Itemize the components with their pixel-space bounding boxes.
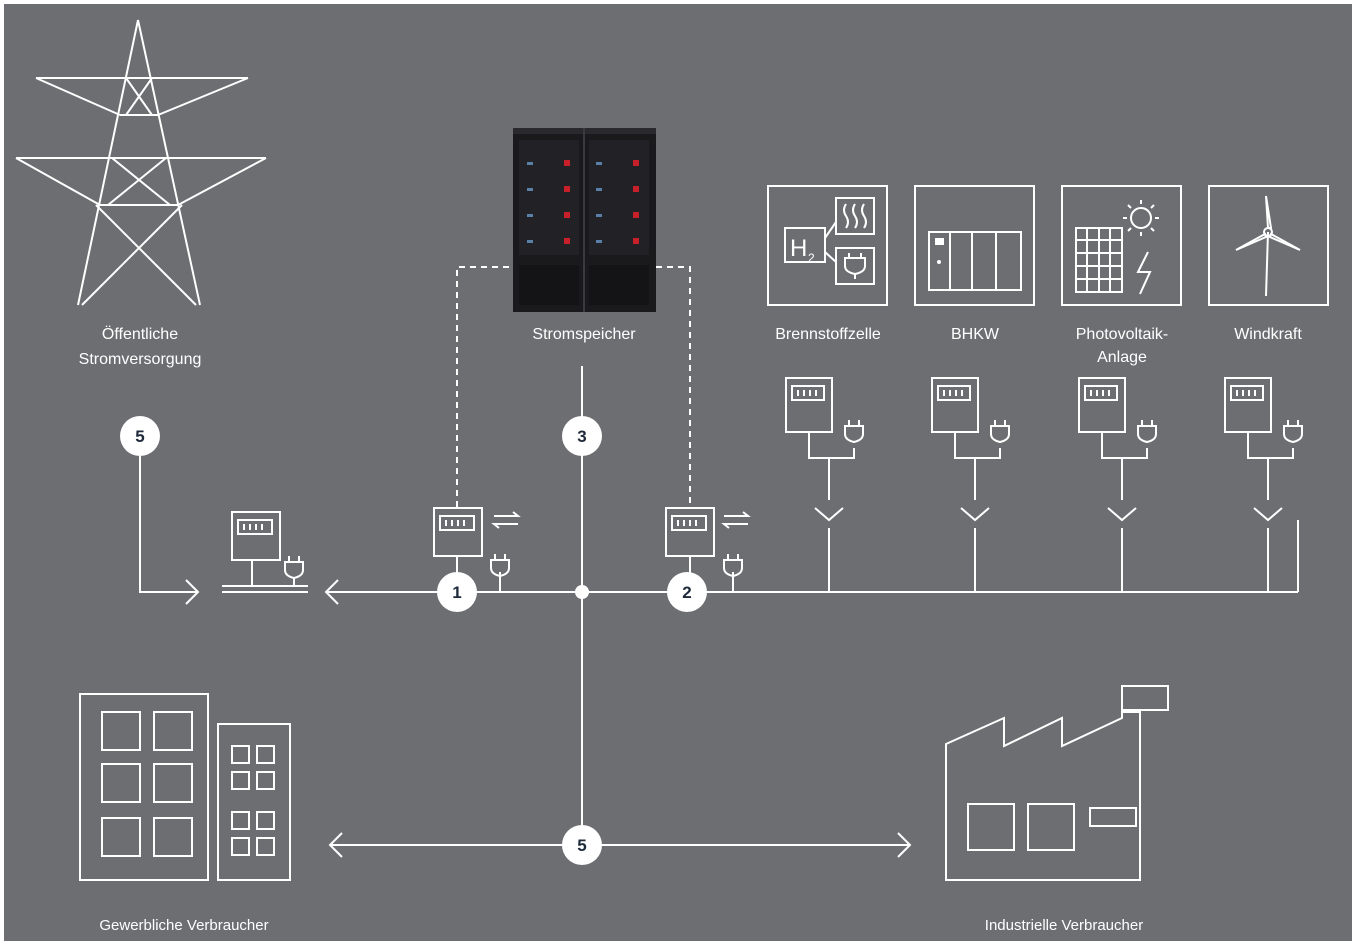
- solar-panel-icon: [1061, 185, 1182, 306]
- storage-control-lines: [456, 266, 691, 507]
- energy-diagram-canvas: Öffentliche Stromversorgung Stromspeiche…: [4, 4, 1352, 941]
- h2-subscript: 2: [808, 251, 815, 265]
- transmission-tower-icon: [15, 19, 267, 306]
- pv-label-line2: Anlage: [1097, 349, 1147, 366]
- pv-meter-icon: [1078, 377, 1157, 522]
- meter-1-icon: [433, 507, 521, 592]
- svg-text:3: 3: [577, 427, 586, 446]
- chp-label: BHKW: [951, 326, 1000, 343]
- power-lines: [139, 366, 1299, 858]
- wind-label: Windkraft: [1234, 326, 1302, 343]
- pv-label-line1: Photovoltaik-: [1076, 326, 1169, 343]
- marker-4: 5: [120, 416, 160, 456]
- industrial-label: Industrielle Verbraucher: [985, 917, 1143, 934]
- chp-unit-icon: [914, 185, 1035, 306]
- wind-turbine-icon: [1208, 185, 1329, 306]
- marker-2: 2: [667, 572, 707, 612]
- commercial-label: Gewerbliche Verbraucher: [99, 917, 268, 934]
- svg-text:1: 1: [452, 583, 461, 602]
- svg-text:5: 5: [135, 427, 144, 446]
- marker-1: 1: [437, 572, 477, 612]
- h2-symbol: H: [790, 235, 807, 262]
- bus-junction: [575, 585, 589, 599]
- svg-text:2: 2: [682, 583, 691, 602]
- marker-5: 5: [562, 825, 602, 865]
- fuel-cell-meter-icon: [785, 377, 864, 522]
- factory-icon: [945, 685, 1169, 881]
- grid-meter-icon: [222, 511, 308, 587]
- battery-cabinet-image: [513, 128, 656, 312]
- chp-meter-icon: [931, 377, 1010, 522]
- meter-2-icon: [665, 507, 751, 592]
- fuel-cell-icon: H 2: [767, 185, 888, 306]
- grid-label-line1: Öffentliche: [102, 325, 178, 343]
- wind-meter-icon: [1224, 377, 1303, 522]
- commercial-buildings-icon: [79, 693, 291, 881]
- fuel-cell-label: Brennstoffzelle: [775, 326, 881, 343]
- marker-3: 3: [562, 416, 602, 456]
- storage-label: Stromspeicher: [532, 326, 636, 343]
- grid-label-line2: Stromversorgung: [79, 351, 202, 368]
- svg-text:5: 5: [577, 836, 586, 855]
